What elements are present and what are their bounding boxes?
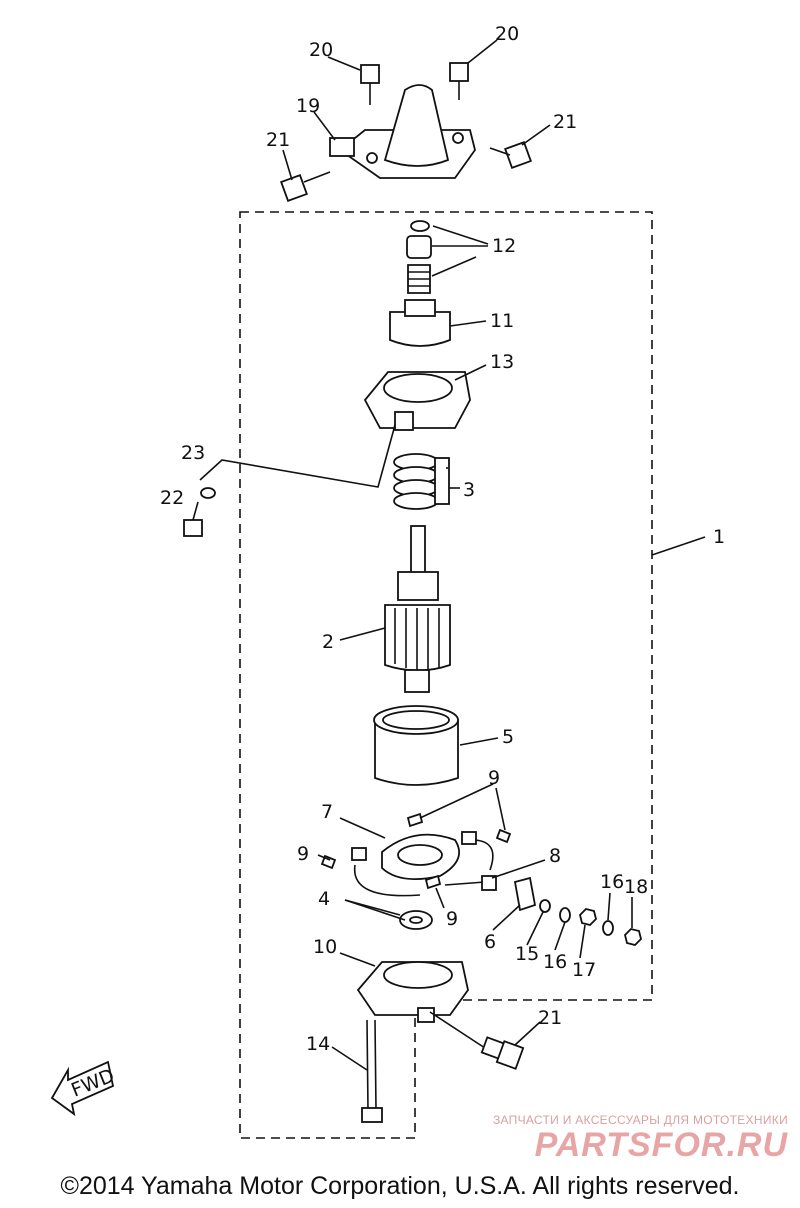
label-23: 23 bbox=[181, 442, 205, 464]
label-16-upper: 16 bbox=[600, 871, 624, 893]
upper-bracket bbox=[363, 371, 471, 431]
yoke bbox=[373, 705, 459, 786]
label-20-right: 20 bbox=[495, 23, 519, 45]
washer-16-left bbox=[559, 907, 571, 923]
watermark-subtitle: ЗАПЧАСТИ И АКСЕССУАРЫ ДЛЯ МОТОТЕХНИКИ bbox=[492, 1113, 788, 1127]
label-1: 1 bbox=[713, 526, 725, 548]
leader-lines bbox=[199, 39, 706, 1071]
washer-15 bbox=[539, 899, 551, 913]
assembly-boundary bbox=[239, 211, 653, 1139]
screw-9-top bbox=[406, 812, 424, 828]
label-18: 18 bbox=[624, 876, 648, 898]
screw-9-bottom bbox=[424, 874, 442, 890]
bolt-20-right bbox=[449, 62, 469, 100]
bolt-21-upper-right bbox=[489, 141, 532, 169]
washer-4 bbox=[399, 910, 433, 930]
terminal-bolt-8 bbox=[444, 875, 497, 891]
label-5: 5 bbox=[502, 726, 514, 748]
label-12: 12 bbox=[492, 235, 516, 257]
label-16-lower: 16 bbox=[543, 951, 567, 973]
label-9-left: 9 bbox=[297, 843, 309, 865]
bolt-21-upper-left bbox=[280, 171, 331, 202]
watermark-brand: PARTSFOR.RU bbox=[534, 1126, 788, 1164]
brush-plate-stack bbox=[393, 453, 450, 510]
copyright-notice: ©2014 Yamaha Motor Corporation, U.S.A. A… bbox=[60, 1172, 740, 1200]
label-13: 13 bbox=[490, 351, 514, 373]
lower-bracket bbox=[356, 961, 469, 1023]
label-6: 6 bbox=[484, 931, 496, 953]
label-9-top: 9 bbox=[488, 767, 500, 789]
screw-9-right bbox=[495, 828, 512, 844]
label-10: 10 bbox=[313, 936, 337, 958]
bolt-21-lower bbox=[429, 1011, 525, 1070]
brush-holder-plate bbox=[351, 831, 494, 897]
through-bolt-14 bbox=[361, 1019, 383, 1123]
fwd-arrow-icon: FWD bbox=[50, 1060, 118, 1117]
label-2: 2 bbox=[322, 631, 334, 653]
label-4: 4 bbox=[318, 888, 330, 910]
label-19: 19 bbox=[296, 95, 320, 117]
label-21-lower: 21 bbox=[538, 1007, 562, 1029]
label-17: 17 bbox=[572, 959, 596, 981]
washer-16-right bbox=[602, 920, 614, 936]
label-8: 8 bbox=[549, 845, 561, 867]
nut-17 bbox=[579, 908, 597, 926]
label-3: 3 bbox=[463, 479, 475, 501]
nut-18 bbox=[624, 928, 642, 946]
cover-bracket bbox=[329, 84, 476, 179]
label-21-upper-right: 21 bbox=[553, 111, 577, 133]
label-22: 22 bbox=[160, 487, 184, 509]
label-7: 7 bbox=[321, 801, 333, 823]
label-20-left: 20 bbox=[309, 39, 333, 61]
clip-spacer-spring bbox=[406, 220, 432, 294]
label-9-bottom: 9 bbox=[446, 908, 458, 930]
drive-pinion bbox=[389, 299, 451, 347]
label-14: 14 bbox=[306, 1033, 330, 1055]
label-21-upper-left: 21 bbox=[266, 129, 290, 151]
label-11: 11 bbox=[490, 310, 514, 332]
terminal-plate-6 bbox=[513, 876, 537, 912]
screw-9-left bbox=[320, 854, 337, 870]
washer-23 bbox=[200, 487, 216, 499]
bolt-22 bbox=[183, 501, 203, 537]
bolt-20-left bbox=[360, 64, 380, 105]
label-15: 15 bbox=[515, 943, 539, 965]
armature bbox=[384, 525, 451, 693]
